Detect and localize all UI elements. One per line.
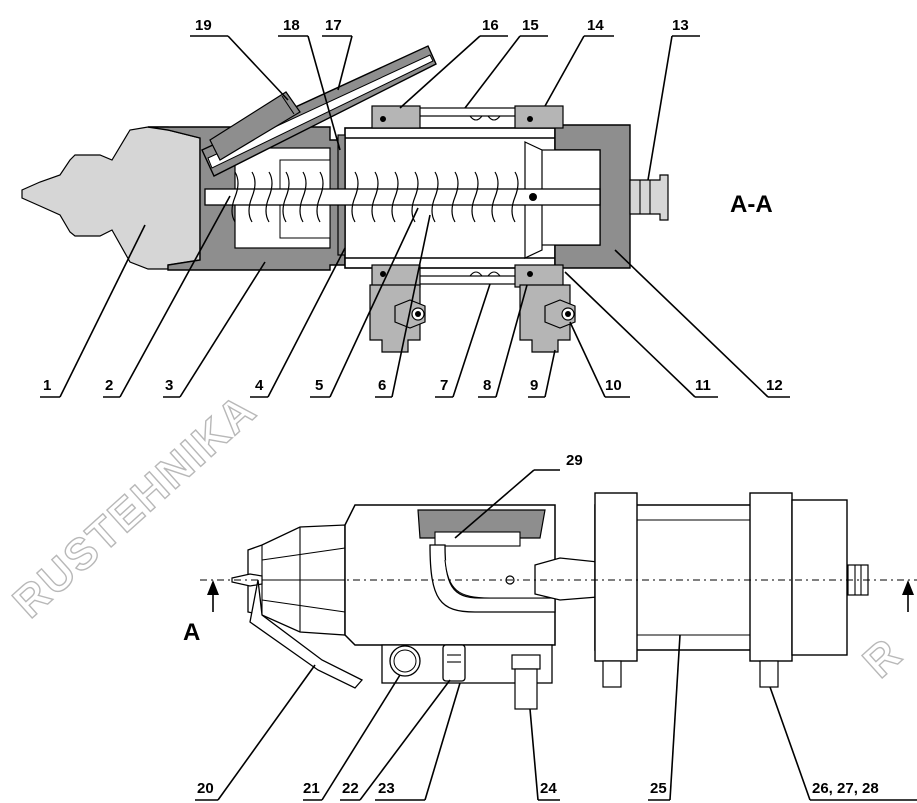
- fitting-left: [602, 660, 622, 688]
- callout-21: 21: [303, 780, 320, 797]
- callout-25: 25: [650, 780, 667, 797]
- fitting-right: [759, 660, 779, 688]
- section-marker-left: A: [183, 619, 200, 646]
- callout-20: 20: [197, 780, 214, 797]
- external-view: A 29 20 21 22 23 24: [183, 452, 917, 801]
- clamp-16: [371, 105, 421, 129]
- callout-3: 3: [165, 377, 173, 394]
- callout-13: 13: [672, 17, 689, 34]
- watermark-text: RUSTEHNIKA: [4, 385, 266, 628]
- section-arrow-right: [902, 580, 914, 612]
- knob-22: [442, 644, 466, 682]
- nozzle-tip: [21, 126, 201, 270]
- callout-15: 15: [522, 17, 539, 34]
- section-view-a-a: A-A 19 18 17 16 15 14 13: [21, 17, 790, 398]
- callout-4: 4: [255, 377, 264, 394]
- callout-18: 18: [283, 17, 300, 34]
- rod-joint: [529, 193, 537, 201]
- callout-29: 29: [566, 452, 583, 469]
- callout-9: 9: [530, 377, 538, 394]
- cylinder-end-cap: [791, 499, 848, 656]
- callouts-bottom: 29 20 21 22 23 24 25 26, 27, 28: [195, 452, 917, 801]
- callout-22: 22: [342, 780, 359, 797]
- callout-14: 14: [587, 17, 604, 34]
- central-rod: [204, 188, 601, 206]
- clamp-bottom-left: [371, 264, 421, 288]
- callouts-top: 19 18 17 16 15 14 13: [190, 17, 700, 181]
- tube-sleeve: [209, 91, 301, 161]
- section-title: A-A: [730, 191, 773, 218]
- callout-11: 11: [695, 377, 711, 394]
- cylinder-clamp-left: [594, 492, 638, 662]
- callout-6: 6: [378, 377, 386, 394]
- watermark-text-right-fragment: R: [854, 628, 912, 687]
- callout-2: 2: [105, 377, 113, 394]
- window-cutout: [417, 509, 546, 539]
- fitting-13: [629, 174, 669, 221]
- callouts-top-lower: 1 2 3 4 5 6 7 8 9 10: [40, 195, 790, 398]
- callout-24: 24: [540, 780, 557, 797]
- window-insert: [434, 531, 521, 547]
- callout-17: 17: [325, 17, 342, 34]
- callout-7: 7: [440, 377, 448, 394]
- u-holder-inner: [444, 559, 545, 599]
- valve-24-body: [514, 668, 538, 710]
- callout-16: 16: [482, 17, 499, 34]
- spring: [231, 171, 519, 223]
- callout-26-27-28: 26, 27, 28: [812, 780, 879, 797]
- feed-tube-bore: [207, 54, 434, 169]
- trigger-lever: [249, 579, 364, 689]
- callout-8: 8: [483, 377, 491, 394]
- callout-19: 19: [195, 17, 212, 34]
- callout-5: 5: [315, 377, 323, 394]
- clamp-14: [514, 105, 564, 129]
- section-arrow-left: A: [183, 580, 219, 646]
- clamp-bottom-right: [514, 264, 564, 288]
- cylinder-clamp-right: [749, 492, 793, 662]
- valve-24-nut: [511, 654, 541, 670]
- valve-nut-right: [544, 299, 576, 329]
- callout-12: 12: [766, 377, 783, 394]
- callout-10: 10: [605, 377, 622, 394]
- callout-1: 1: [43, 377, 51, 394]
- callout-23: 23: [378, 780, 395, 797]
